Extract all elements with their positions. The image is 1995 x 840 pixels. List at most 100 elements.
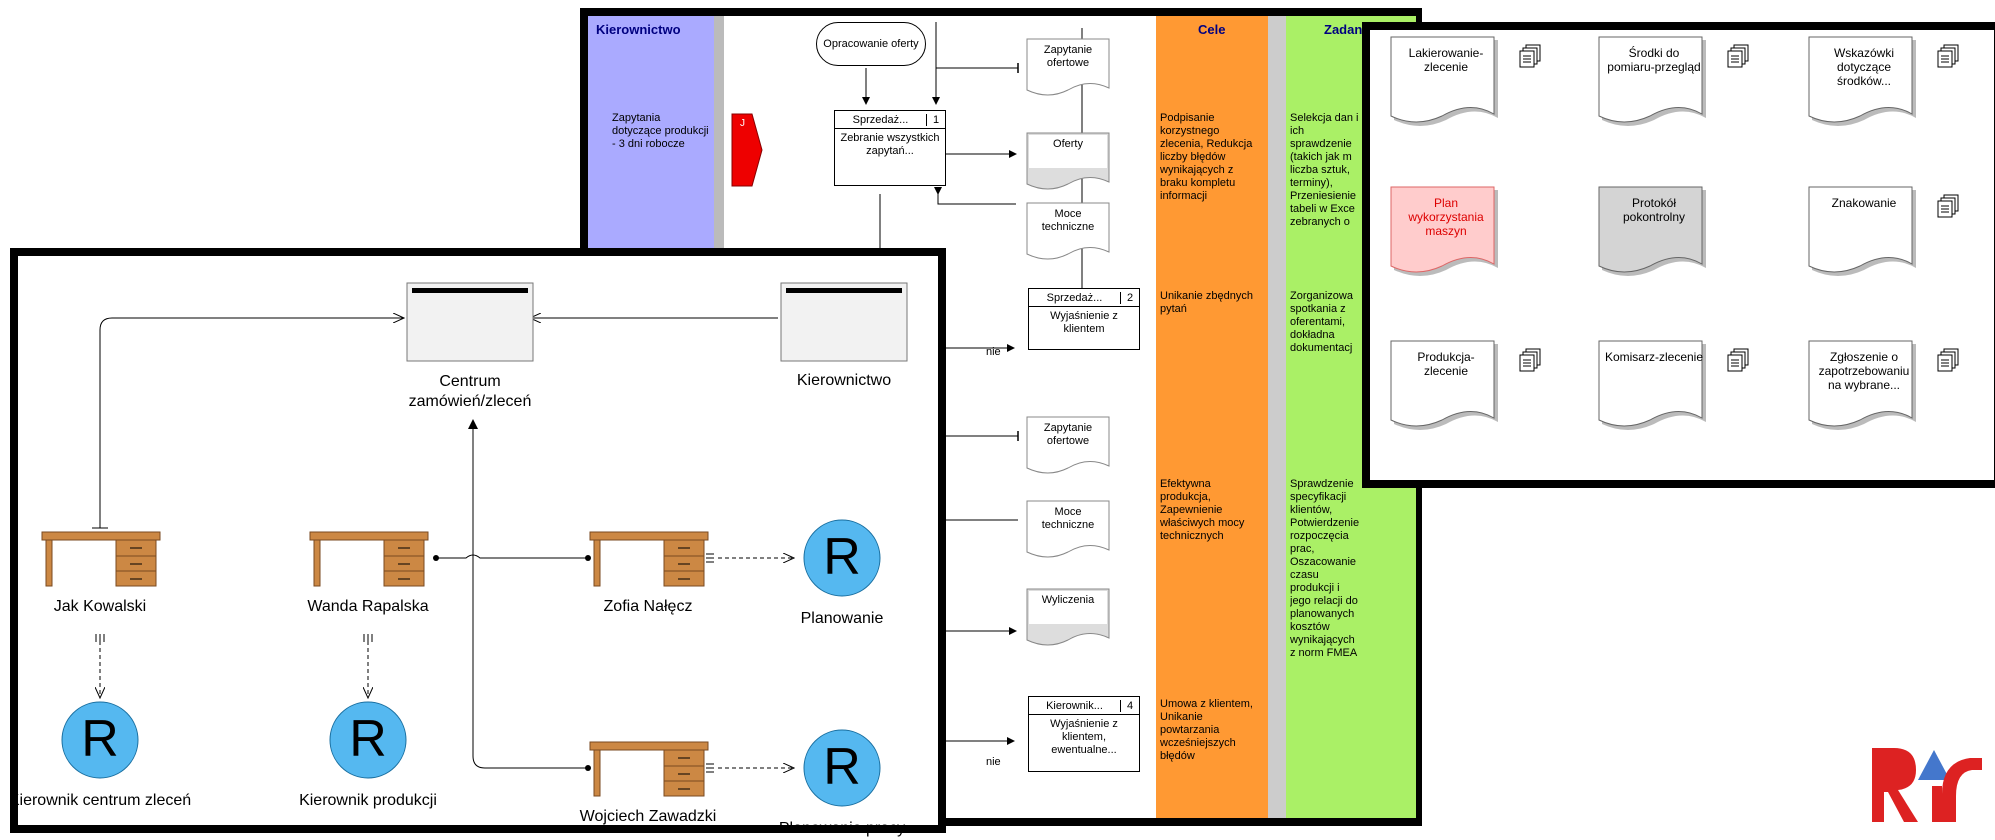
document-shape bbox=[1598, 36, 1706, 126]
document-item[interactable]: Lakierowanie-zlecenie bbox=[1390, 36, 1502, 130]
document-label: Zapytanie ofertowe bbox=[1043, 422, 1093, 447]
trigger-letter: J bbox=[740, 118, 745, 129]
step-owner: Kierownik... bbox=[1046, 699, 1103, 712]
management-note: Zapytania dotyczące produkcji - 3 dni ro… bbox=[612, 112, 709, 150]
document-item[interactable]: Wskazówki dotyczące środków... bbox=[1808, 36, 1920, 130]
person-label: Wanda Rapalska bbox=[307, 598, 429, 615]
document-item[interactable]: Środki do pomiaru-przegląd bbox=[1598, 36, 1710, 130]
management-label: Kierownictwo bbox=[796, 372, 892, 389]
management-screen-icon[interactable] bbox=[780, 282, 908, 362]
document-label: Wskazówki dotyczące środków... bbox=[1833, 46, 1894, 88]
desk-icon[interactable] bbox=[308, 528, 430, 595]
copies-icon[interactable] bbox=[1518, 348, 1542, 372]
document-label: Środki do pomiaru-przegląd bbox=[1607, 46, 1701, 74]
person-label: Zofia Nałęcz bbox=[603, 598, 693, 615]
copies-icon[interactable] bbox=[1726, 348, 1750, 372]
decision-label: nie bbox=[986, 756, 1001, 768]
lane-goals bbox=[1156, 16, 1268, 818]
document-item[interactable]: Komisarz-zlecenie bbox=[1598, 340, 1710, 434]
lane-header-tasks: Zadan bbox=[1324, 22, 1363, 37]
company-logo bbox=[1872, 748, 1982, 822]
copies-icon[interactable] bbox=[1936, 44, 1960, 68]
desk-icon[interactable] bbox=[40, 528, 162, 595]
document-label: Znakowanie bbox=[1831, 196, 1897, 210]
role-icon[interactable]: R bbox=[60, 700, 140, 780]
desk-shape bbox=[589, 741, 709, 797]
document-item[interactable]: Zgłoszenie o zapotrzebowaniu na wybrane.… bbox=[1808, 340, 1920, 434]
copies-icon[interactable] bbox=[1518, 44, 1542, 68]
role-icon[interactable]: R bbox=[802, 728, 882, 808]
role-letter: R bbox=[349, 710, 387, 768]
desk-shape bbox=[41, 531, 161, 587]
document-shape bbox=[1026, 38, 1110, 96]
task-text: Selekcja dan i ich sprawdzenie (takich j… bbox=[1290, 112, 1359, 228]
step-owner: Sprzedaż... bbox=[1046, 291, 1103, 304]
document-shape bbox=[1808, 36, 1916, 126]
process-step[interactable]: Sprzedaż...1 Zebranie wszystkich zapytań… bbox=[834, 110, 946, 186]
copies-icon[interactable] bbox=[1726, 44, 1750, 68]
document-label: Protokół pokontrolny bbox=[1622, 196, 1686, 224]
documents-window[interactable]: Lakierowanie-zlecenie Środki do pomiaru-p… bbox=[1362, 22, 1995, 488]
process-document[interactable]: Zapytanie ofertowe bbox=[1026, 38, 1110, 100]
copies-icon[interactable] bbox=[1936, 348, 1960, 372]
role-label: Planowanie bbox=[800, 610, 884, 627]
goal-text: Umowa z klientem, Unikanie powtarzania w… bbox=[1160, 698, 1253, 762]
process-step[interactable]: Sprzedaż... 2 Wyjaśnienie z klientem bbox=[1028, 288, 1140, 350]
desk-shape bbox=[589, 531, 709, 587]
process-document[interactable]: Wyliczenia bbox=[1026, 588, 1110, 650]
document-shape bbox=[1390, 186, 1498, 276]
desk-icon[interactable] bbox=[588, 528, 710, 595]
document-label: Komisarz-zlecenie bbox=[1604, 350, 1704, 364]
step-text: Wyjaśnienie z klientem bbox=[1050, 310, 1118, 335]
person-label: Wojciech Zawadzki bbox=[579, 808, 717, 825]
order-center-screen-icon[interactable] bbox=[406, 282, 534, 362]
document-item[interactable]: Znakowanie bbox=[1808, 186, 1920, 280]
document-shape bbox=[1390, 340, 1498, 430]
document-shape bbox=[1026, 500, 1110, 558]
role-label: Kierownik centrum zleceń bbox=[8, 792, 192, 809]
document-label: Oferty bbox=[1053, 138, 1083, 150]
goal-text: Podpisanie korzystnego zlecenia, Redukcj… bbox=[1160, 112, 1253, 202]
step-number: 4 bbox=[1120, 699, 1139, 712]
decision-label: nie bbox=[986, 346, 1001, 358]
document-item[interactable]: Protokół pokontrolny bbox=[1598, 186, 1710, 280]
document-shape bbox=[1026, 202, 1110, 260]
lane-header-goals: Cele bbox=[1198, 22, 1226, 37]
process-step[interactable]: Kierownik...4 Wyjaśnienie z klientem, ew… bbox=[1028, 696, 1140, 772]
document-shape bbox=[1390, 36, 1498, 126]
task-text: Sprawdzenie specyfikacji klientów, Potwi… bbox=[1290, 478, 1360, 659]
trigger-shape bbox=[731, 113, 763, 187]
start-event[interactable]: Opracowanie oferty bbox=[816, 22, 926, 66]
process-document[interactable]: Zapytanie ofertowe bbox=[1026, 416, 1110, 478]
document-shape bbox=[1808, 340, 1916, 430]
document-shape bbox=[1026, 416, 1110, 474]
org-chart-window[interactable]: Centrum zamówień/zleceń Kierownictwo Jak… bbox=[9, 248, 946, 837]
process-document[interactable]: Moce techniczne bbox=[1026, 500, 1110, 562]
goal-text: Efektywna produkcja, Zapewnienie właściw… bbox=[1160, 478, 1245, 542]
copies-icon[interactable] bbox=[1936, 194, 1960, 218]
person-label: Jak Kowalski bbox=[53, 598, 147, 615]
document-shape bbox=[1026, 132, 1110, 190]
desk-icon[interactable] bbox=[588, 738, 710, 805]
role-label: Kierownik produkcji bbox=[299, 792, 437, 809]
order-center-label: Centrum zamówień/zleceń bbox=[408, 373, 532, 410]
process-document[interactable]: Moce techniczne bbox=[1026, 202, 1110, 264]
role-letter: R bbox=[823, 738, 861, 796]
lane-header-management: Kierownictwo bbox=[596, 22, 681, 37]
document-item[interactable]: Plan wykorzystania maszyn bbox=[1390, 186, 1502, 280]
org-connectors bbox=[92, 256, 938, 826]
document-shape bbox=[1598, 186, 1706, 276]
role-letter: R bbox=[823, 528, 861, 586]
document-label: Lakierowanie-zlecenie bbox=[1408, 46, 1484, 74]
role-icon[interactable]: R bbox=[328, 700, 408, 780]
document-item[interactable]: Produkcja-zlecenie bbox=[1390, 340, 1502, 434]
role-letter: R bbox=[81, 710, 119, 768]
step-number: 2 bbox=[1120, 291, 1139, 304]
role-icon[interactable]: R bbox=[802, 518, 882, 598]
goal-text: Unikanie zbędnych pytań bbox=[1160, 290, 1253, 315]
step-owner: Sprzedaż... bbox=[852, 113, 909, 126]
document-label: Zapytanie ofertowe bbox=[1043, 44, 1093, 69]
document-label: Moce techniczne bbox=[1041, 208, 1095, 233]
document-label: Plan wykorzystania maszyn bbox=[1408, 196, 1484, 238]
process-document[interactable]: Oferty bbox=[1026, 132, 1110, 194]
